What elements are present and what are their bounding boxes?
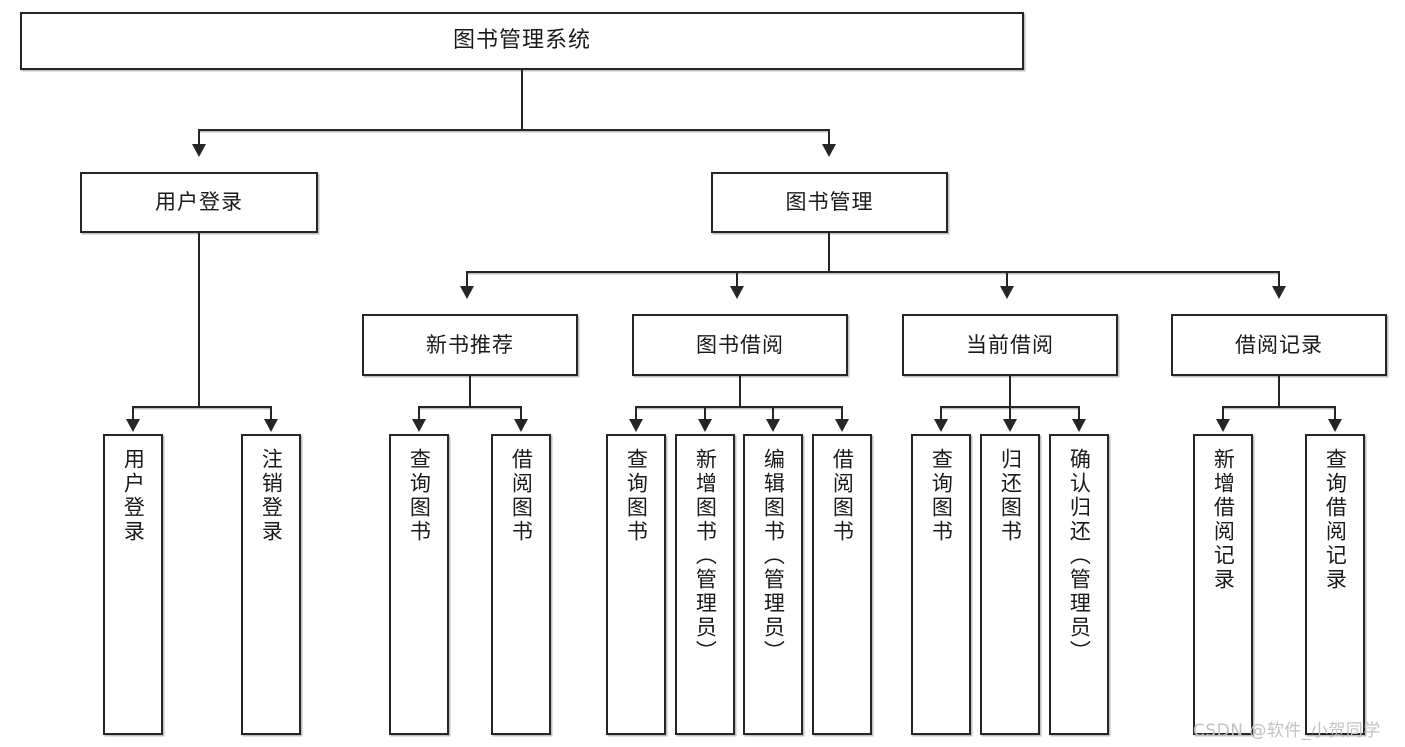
node-borrow-records[interactable]: 借阅记录 xyxy=(1171,314,1387,376)
connector-book-borrow-drop-1 xyxy=(635,406,637,421)
connector-current-borrow-drop-1 xyxy=(940,406,942,421)
connector-user-login-drop-2 xyxy=(270,406,272,421)
arrowhead-leaf-confirm-return xyxy=(1072,419,1086,432)
arrowhead-leaf-user-login xyxy=(126,419,140,432)
node-label: 借阅图书 xyxy=(830,448,855,544)
node-label: 归还图书 xyxy=(998,448,1023,544)
connector-current-borrow-drop-3 xyxy=(1078,406,1080,421)
arrowhead-borrow xyxy=(730,286,744,299)
connector-level3-drop-new-books xyxy=(466,271,468,288)
connector-book-borrow-drop-3 xyxy=(772,406,774,421)
leaf-return-book[interactable]: 归还图书 xyxy=(980,434,1040,735)
node-label: 用户登录 xyxy=(155,190,243,215)
leaf-query-borrow-record[interactable]: 查询借阅记录 xyxy=(1305,434,1365,735)
arrowhead-book-manage xyxy=(822,144,836,157)
connector-book-management-stem xyxy=(828,233,830,272)
connector-level2-bus xyxy=(198,129,830,131)
node-label: 图书借阅 xyxy=(696,332,784,357)
connector-new-book-drop-2 xyxy=(520,406,522,421)
arrowhead-leaf-edit-book xyxy=(766,419,780,432)
leaf-add-borrow-record[interactable]: 新增借阅记录 xyxy=(1193,434,1253,735)
node-book-management[interactable]: 图书管理 xyxy=(711,172,948,233)
connector-book-borrow-drop-2 xyxy=(704,406,706,421)
node-current-borrow[interactable]: 当前借阅 xyxy=(902,314,1118,376)
connector-user-login-drop-1 xyxy=(132,406,134,421)
node-label: 确认归还（管理员） xyxy=(1067,448,1092,664)
arrowhead-leaf-query-books-b xyxy=(629,419,643,432)
node-label: 查询借阅记录 xyxy=(1323,448,1348,592)
leaf-query-books-borrow[interactable]: 查询图书 xyxy=(606,434,666,735)
leaf-edit-book-admin[interactable]: 编辑图书（管理员） xyxy=(743,434,803,735)
arrowhead-leaf-query-books-c xyxy=(934,419,948,432)
arrowhead-user-login xyxy=(192,144,206,157)
arrowhead-leaf-add-book xyxy=(698,419,712,432)
connector-borrow-records-stem xyxy=(1278,376,1280,407)
connector-borrow-records-drop-1 xyxy=(1222,406,1224,421)
node-label: 新书推荐 xyxy=(426,332,514,357)
node-label: 查询图书 xyxy=(407,448,432,544)
connector-new-book-drop-1 xyxy=(418,406,420,421)
connector-new-book-stem xyxy=(469,376,471,407)
connector-level2-drop-book-manage xyxy=(828,129,830,146)
connector-level3-drop-current xyxy=(1006,271,1008,288)
leaf-user-login[interactable]: 用户登录 xyxy=(103,434,163,735)
node-label: 借阅记录 xyxy=(1235,332,1323,357)
leaf-add-book-admin[interactable]: 新增图书（管理员） xyxy=(675,434,735,735)
node-label: 查询图书 xyxy=(624,448,649,544)
leaf-confirm-return-admin[interactable]: 确认归还（管理员） xyxy=(1049,434,1109,735)
connector-book-borrow-stem xyxy=(739,376,741,407)
leaf-query-books-current[interactable]: 查询图书 xyxy=(911,434,971,735)
connector-level3-drop-borrow xyxy=(736,271,738,288)
connector-level3-drop-records xyxy=(1278,271,1280,288)
connector-borrow-records-bus xyxy=(1222,406,1336,408)
connector-book-borrow-drop-4 xyxy=(841,406,843,421)
connector-borrow-records-drop-2 xyxy=(1334,406,1336,421)
arrowhead-leaf-borrow-books-b xyxy=(835,419,849,432)
node-label: 用户登录 xyxy=(121,448,146,544)
node-label: 图书管理 xyxy=(785,190,874,215)
arrowhead-leaf-query-books-a xyxy=(412,419,426,432)
csdn-watermark: CSDN @软件_小贺同学 xyxy=(1193,721,1381,741)
connector-new-book-bus xyxy=(418,406,522,408)
node-new-book-recommend[interactable]: 新书推荐 xyxy=(362,314,578,376)
leaf-logout[interactable]: 注销登录 xyxy=(241,434,301,735)
arrowhead-leaf-return-book xyxy=(1003,419,1017,432)
arrowhead-leaf-add-record xyxy=(1216,419,1230,432)
connector-root-stem xyxy=(521,70,523,130)
arrowhead-leaf-query-record xyxy=(1328,419,1342,432)
node-label: 注销登录 xyxy=(259,448,284,544)
arrowhead-new-books xyxy=(460,286,474,299)
connector-level2-drop-user-login xyxy=(198,129,200,146)
connector-user-login-bus xyxy=(132,406,272,408)
arrowhead-current xyxy=(1000,286,1014,299)
connector-user-login-stem xyxy=(198,233,200,407)
node-label: 图书管理系统 xyxy=(452,28,591,54)
leaf-borrow-books-new[interactable]: 借阅图书 xyxy=(491,434,551,735)
leaf-query-books-new[interactable]: 查询图书 xyxy=(389,434,449,735)
connector-current-borrow-stem xyxy=(1009,376,1011,407)
node-label: 借阅图书 xyxy=(509,448,534,544)
node-label: 编辑图书（管理员） xyxy=(761,448,786,664)
node-label: 查询图书 xyxy=(929,448,954,544)
node-root-library-system[interactable]: 图书管理系统 xyxy=(20,12,1024,70)
node-user-login[interactable]: 用户登录 xyxy=(80,172,318,233)
arrowhead-leaf-borrow-books-a xyxy=(514,419,528,432)
connector-current-borrow-drop-2 xyxy=(1009,406,1011,421)
arrowhead-leaf-logout xyxy=(264,419,278,432)
leaf-borrow-books-borrow[interactable]: 借阅图书 xyxy=(812,434,872,735)
node-label: 新增图书（管理员） xyxy=(693,448,718,664)
node-book-borrow[interactable]: 图书借阅 xyxy=(632,314,848,376)
node-label: 新增借阅记录 xyxy=(1211,448,1236,592)
arrowhead-records xyxy=(1272,286,1286,299)
connector-book-borrow-bus xyxy=(635,406,843,408)
connector-level3-bus xyxy=(466,271,1280,273)
node-label: 当前借阅 xyxy=(966,332,1054,357)
